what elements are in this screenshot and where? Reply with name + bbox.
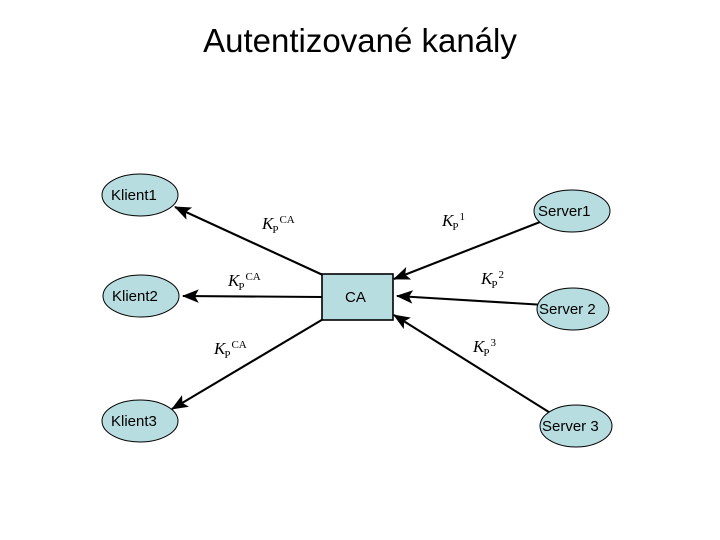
edge-key-label-server3-to-ca: KP3 — [473, 338, 496, 359]
key-subscript: P — [272, 223, 279, 236]
key-superscript: 1 — [459, 211, 465, 223]
key-base: K — [228, 271, 240, 291]
key-superscript: 3 — [490, 337, 496, 349]
edge-ca-to-klient2 — [181, 289, 323, 303]
edge-key-label-server2-to-ca: KP2 — [481, 270, 504, 291]
key-superscript: CA — [231, 339, 247, 351]
page-title: Autentizované kanály — [203, 22, 517, 59]
node-klient1[interactable] — [101, 173, 179, 217]
edge-server2-to-ca — [395, 290, 546, 307]
key-base: K — [214, 339, 226, 359]
edge-ca-to-klient1 — [174, 206, 326, 277]
node-klient2[interactable] — [102, 274, 180, 318]
edge-server3-to-ca — [393, 314, 553, 415]
key-subscript: P — [491, 278, 498, 291]
key-base: K — [262, 214, 274, 234]
edge-key-label-ca-to-klient3: KPCA — [214, 340, 247, 361]
key-base: K — [473, 337, 485, 357]
edge-key-label-ca-to-klient1: KPCA — [262, 215, 295, 236]
node-server2[interactable] — [536, 287, 610, 331]
node-server3[interactable] — [539, 404, 613, 448]
key-subscript: P — [224, 348, 231, 361]
key-superscript: CA — [279, 214, 295, 226]
edge-key-label-server1-to-ca: KP1 — [442, 212, 465, 233]
key-subscript: P — [238, 280, 245, 293]
edge-key-label-ca-to-klient2: KPCA — [228, 272, 261, 293]
edge-server1-to-ca — [393, 221, 541, 280]
key-subscript: P — [483, 346, 490, 359]
key-base: K — [442, 211, 454, 231]
key-superscript: 2 — [498, 269, 504, 281]
edge-ca-to-klient3 — [171, 317, 326, 410]
key-base: K — [481, 269, 493, 289]
key-superscript: CA — [245, 271, 261, 283]
key-subscript: P — [452, 220, 459, 233]
node-ca[interactable] — [321, 273, 394, 321]
node-klient3[interactable] — [101, 399, 179, 443]
node-server1[interactable] — [533, 189, 611, 233]
